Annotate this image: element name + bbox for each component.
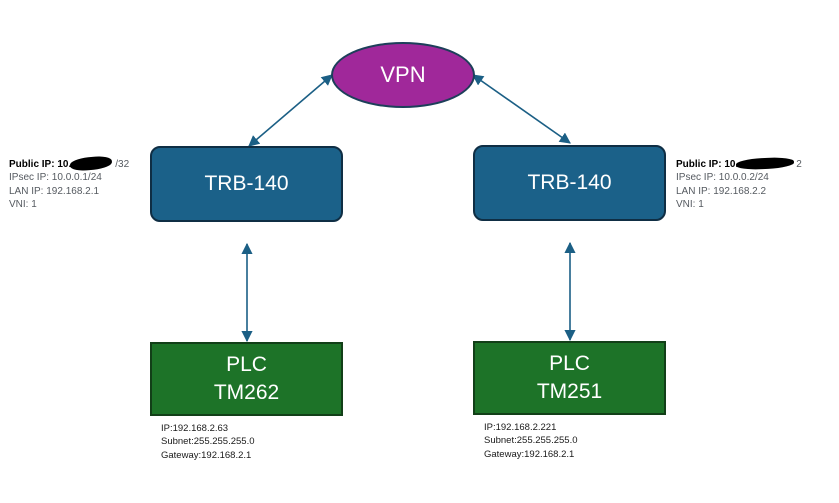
- public-ip-line: Public IP: 10. 2: [676, 158, 802, 171]
- plc-model: TM251: [536, 380, 603, 403]
- router-info-left: Public IP: 10./32 IPsec IP: 10.0.0.1/24 …: [9, 158, 129, 211]
- vpn-node: VPN: [331, 42, 475, 108]
- public-ip-value-end: 2: [796, 159, 802, 170]
- plc-gateway: Gateway:192.168.2.1: [484, 448, 575, 460]
- public-ip-line: Public IP: 10. /32: [9, 158, 129, 171]
- ipsec-ip: IPsec IP: 10.0.0.2/24: [676, 172, 769, 184]
- router-info-right: Public IP: 10. 2 IPsec IP: 10.0.0.2/24 LA…: [676, 158, 802, 211]
- lan-ip: LAN IP: 192.168.2.1: [9, 185, 100, 197]
- plc-gateway: Gateway:192.168.2.1: [161, 449, 252, 461]
- plc-node-right: PLC TM251: [473, 341, 666, 415]
- public-ip-value-end: /32: [115, 159, 130, 170]
- vni: VNI: 1: [676, 198, 704, 210]
- plc-info-left: IP:192.168.2.63 Subnet:255.255.255.0 Gat…: [161, 422, 255, 462]
- plc-title: PLC: [549, 352, 590, 375]
- plc-node-left: PLC TM262: [150, 342, 343, 416]
- plc-title: PLC: [226, 353, 267, 376]
- vpn-router1-link: [248, 74, 333, 147]
- router-label: TRB-140: [204, 172, 289, 195]
- router-node-left: TRB-140: [150, 146, 343, 222]
- lan-ip: LAN IP: 192.168.2.2: [676, 185, 767, 197]
- plc-subnet: Subnet:255.255.255.0: [161, 436, 255, 448]
- public-ip-value-start: 10.: [724, 159, 739, 170]
- plc-ip: IP:192.168.2.63: [161, 423, 229, 434]
- plc-subnet: Subnet:255.255.255.0: [484, 435, 578, 447]
- plc-model: TM262: [213, 381, 280, 404]
- vni: VNI: 1: [9, 198, 37, 210]
- vpn-label: VPN: [380, 62, 426, 87]
- router-label: TRB-140: [527, 171, 612, 194]
- plc-info-right: IP:192.168.2.221 Subnet:255.255.255.0 Ga…: [484, 421, 578, 461]
- vpn-router2-link: [472, 74, 571, 144]
- ipsec-ip: IPsec IP: 10.0.0.1/24: [9, 172, 102, 184]
- public-ip-label: Public IP:: [9, 159, 55, 170]
- plc-ip: IP:192.168.2.221: [484, 422, 557, 433]
- public-ip-value-start: 10.: [57, 159, 72, 170]
- router-node-right: TRB-140: [473, 145, 666, 221]
- public-ip-label: Public IP:: [676, 159, 722, 170]
